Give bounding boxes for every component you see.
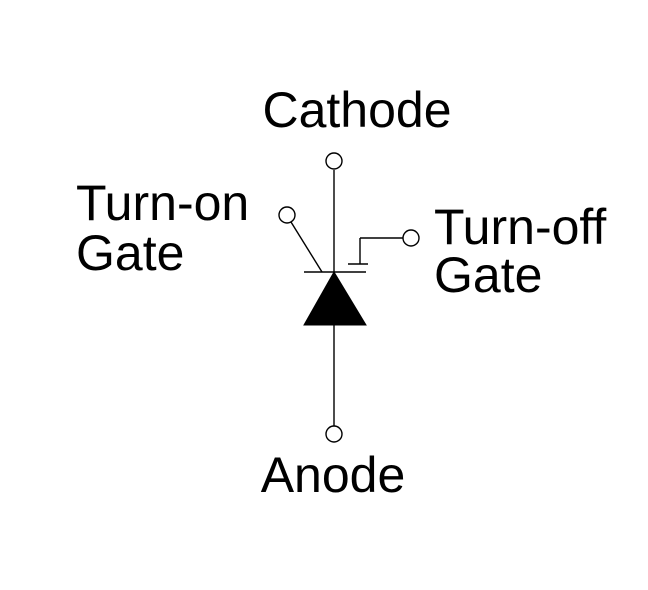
diode-triangle	[303, 271, 367, 326]
anode-label: Anode	[261, 447, 406, 503]
cathode-terminal	[325, 152, 343, 170]
cathode-label: Cathode	[262, 82, 451, 138]
turn-off-gate-terminal	[402, 229, 420, 247]
turn-on-gate-label-line2: Gate	[76, 225, 184, 281]
turn-off-gate-label-line1: Turn-off	[434, 199, 606, 255]
turn-off-gate-label-line2: Gate	[434, 247, 542, 303]
anode-terminal	[325, 425, 343, 443]
turn-on-gate-label-line1: Turn-on	[76, 175, 249, 231]
turn-on-gate-terminal	[278, 206, 296, 224]
turn-on-gate-lead	[290, 221, 323, 273]
